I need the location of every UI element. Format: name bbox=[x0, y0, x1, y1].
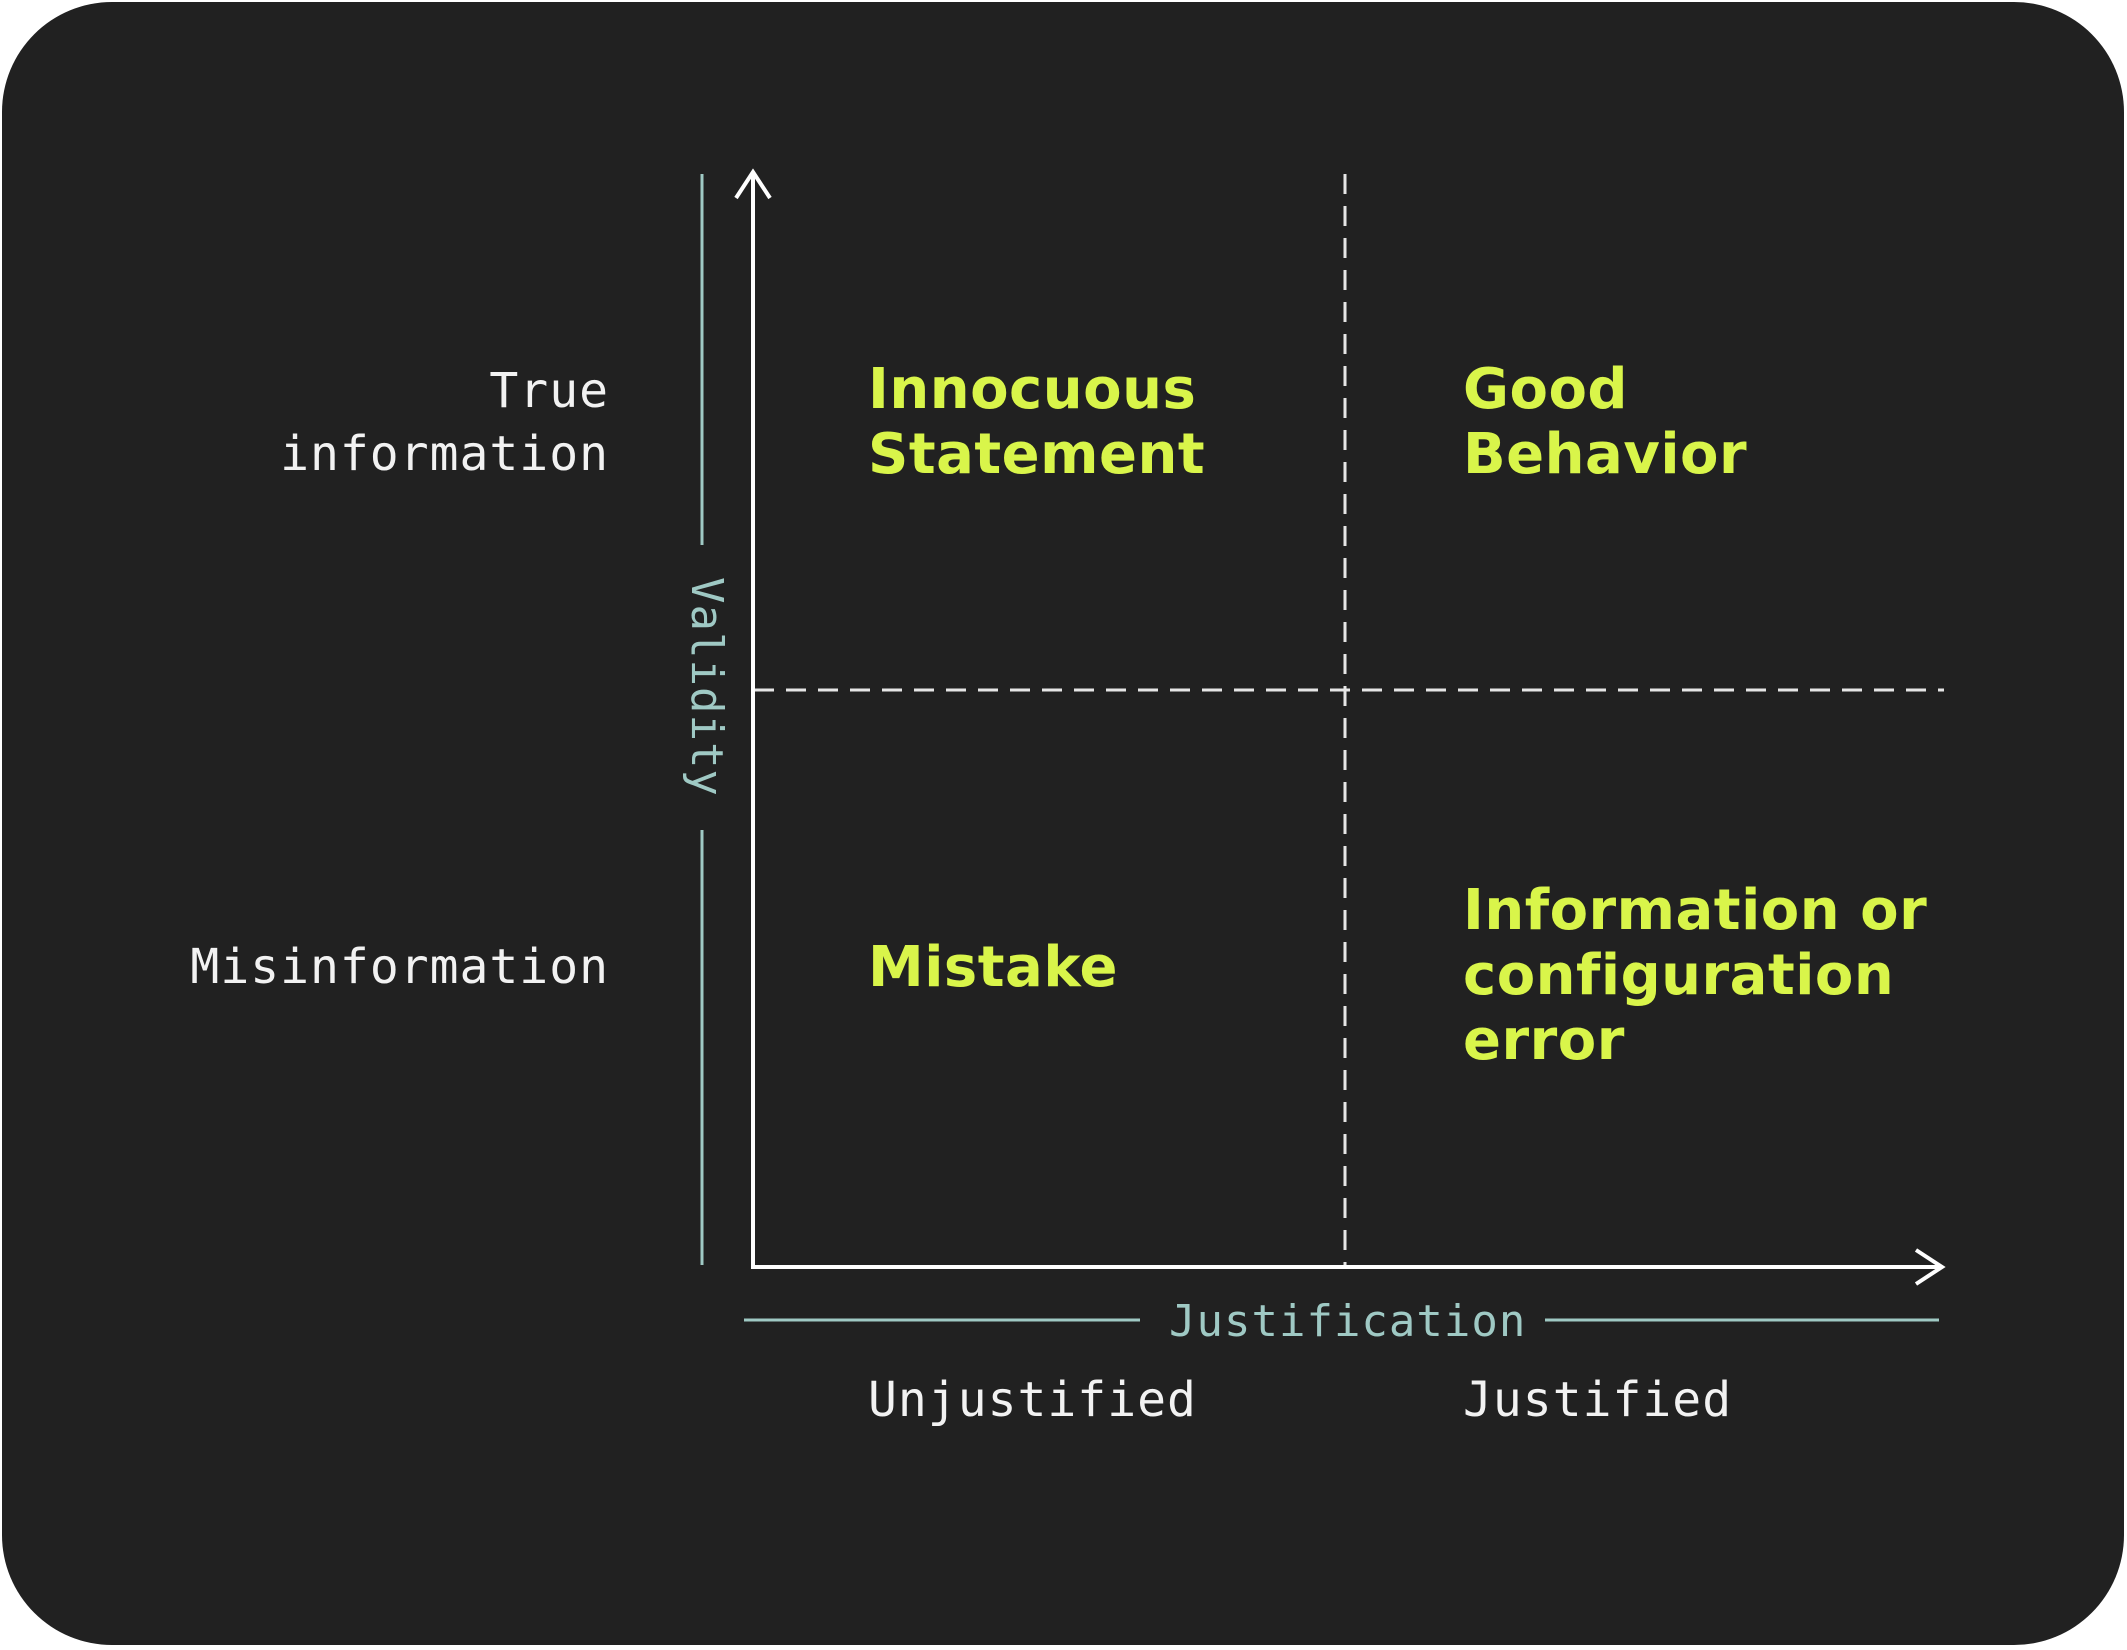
x-level-justified: Justified bbox=[1463, 1372, 1733, 1428]
y-level-true-information: True information bbox=[280, 363, 609, 482]
y-axis-arrowhead bbox=[734, 168, 772, 200]
quadrant-good-behavior: Good Behavior bbox=[1463, 357, 1748, 487]
y-level-misinformation: Misinformation bbox=[190, 939, 609, 995]
quadrant-information-or-configuration-error: Information or configuration error bbox=[1463, 878, 1928, 1073]
quadrant-mistake: Mistake bbox=[868, 935, 1119, 1000]
x-axis-arrowhead bbox=[1914, 1248, 1946, 1286]
validity-axis-title: Validity bbox=[681, 577, 732, 797]
justification-axis-title: Justification bbox=[1169, 1296, 1527, 1347]
x-level-unjustified: Unjustified bbox=[868, 1372, 1197, 1428]
quadrant-innocuous-statement: Innocuous Statement bbox=[868, 357, 1206, 487]
